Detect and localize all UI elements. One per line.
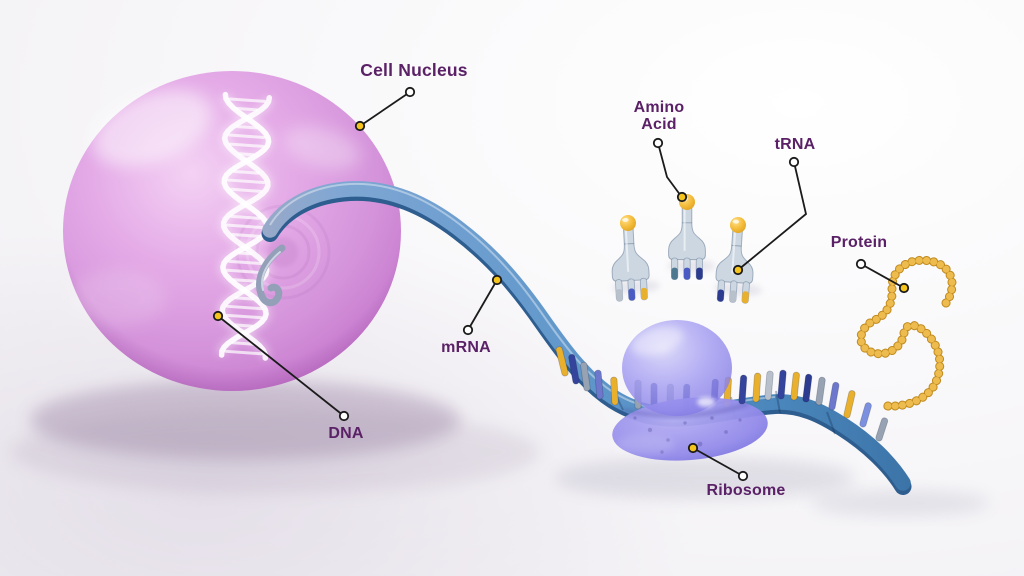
mrna-base-peg <box>828 381 840 411</box>
mrna-bases-front <box>738 369 889 442</box>
callout-dna <box>212 310 350 422</box>
dna-helix <box>216 91 275 361</box>
label-mrna: mRNA <box>441 339 491 356</box>
callout-cell-nucleus <box>354 86 416 132</box>
mrna-base-peg <box>752 372 762 403</box>
mrna-exit-twist <box>256 244 286 307</box>
mrna-base-peg <box>777 369 787 400</box>
mrna-base-peg <box>594 369 604 400</box>
callout-trna <box>732 156 808 276</box>
mrna-base-peg <box>764 370 774 401</box>
mrna-base-peg <box>738 374 748 405</box>
mrna-base-peg <box>580 361 591 392</box>
callout-amino-acid <box>652 137 688 203</box>
label-dna: DNA <box>328 425 364 442</box>
ribosome <box>612 320 768 461</box>
mrna-base-peg <box>790 371 800 401</box>
amino-acid-ball <box>729 216 747 234</box>
mrna-base-peg <box>875 417 889 442</box>
label-amino-line2: Acid <box>641 115 677 133</box>
trna-molecules <box>611 194 763 304</box>
label-ribosome: Ribosome <box>706 482 786 499</box>
mrna-base-peg <box>802 373 813 403</box>
floor-shadows <box>10 380 990 516</box>
label-trna: tRNA <box>774 136 816 153</box>
label-amino-acid: Amino Acid <box>633 99 685 134</box>
label-cell-nucleus: Cell Nucleus <box>360 60 468 80</box>
mrna-base-peg <box>859 402 872 428</box>
mrna-base-peg <box>843 390 856 419</box>
callout-protein <box>855 258 910 294</box>
protein-chain <box>856 255 957 411</box>
label-amino-line1: Amino <box>633 99 685 116</box>
callout-ribosome <box>687 442 749 482</box>
callout-mrna <box>462 274 503 336</box>
callout-lines <box>212 86 910 482</box>
amino-acid-ball <box>619 214 637 232</box>
mrna-base-peg <box>555 346 569 377</box>
mrna-base-peg <box>610 376 619 406</box>
mrna-base-peg <box>815 376 826 406</box>
label-protein: Protein <box>830 234 888 251</box>
trna-molecule <box>714 216 763 304</box>
mrna-base-peg <box>568 353 580 385</box>
trna-molecule <box>667 194 716 281</box>
trna-molecule <box>611 214 661 302</box>
